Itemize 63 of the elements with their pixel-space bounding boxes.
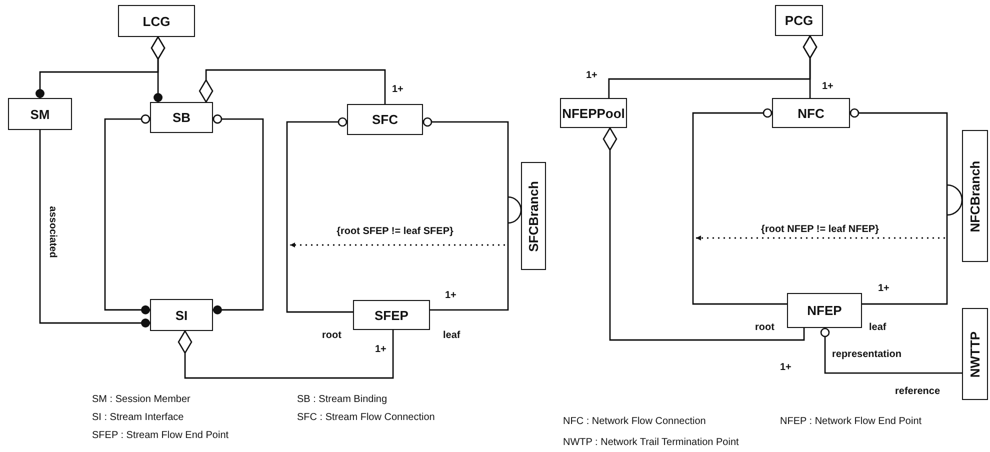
role-label: leaf	[869, 322, 886, 334]
abbreviation-note: SI : Stream Interface	[92, 412, 184, 424]
class-name: SFCBranch	[526, 180, 541, 252]
class-box	[962, 308, 988, 400]
class-name: SFC	[372, 112, 398, 127]
class-name: NWTTP	[968, 330, 982, 378]
association-line	[286, 117, 353, 313]
class-name: SFEP	[374, 308, 408, 322]
multiplicity: 1+	[780, 362, 792, 374]
abbreviation-note: NWTP : Network Trail Termination Point	[563, 437, 739, 449]
class-name: NFEP	[807, 303, 842, 318]
class-name: SM	[30, 106, 50, 122]
association-line	[422, 117, 509, 311]
abbreviation-note: SFC : Stream Flow Connection	[297, 412, 435, 424]
multiplicity: 1+	[822, 81, 834, 93]
role-label: root	[322, 330, 342, 342]
class-box	[118, 5, 195, 37]
class-box	[353, 300, 430, 330]
class-box	[150, 102, 213, 133]
abbreviation-note: SB : Stream Binding	[297, 394, 388, 406]
class-box	[560, 98, 627, 128]
multiplicity: 1+	[586, 70, 598, 82]
abbreviation-note: SM : Session Member	[92, 394, 190, 406]
class-box	[772, 98, 850, 128]
multiplicity: 1+	[878, 283, 890, 295]
association-line	[178, 330, 394, 379]
class-name: LCG	[142, 14, 170, 28]
class-box	[8, 98, 72, 130]
constraint-text: {root NFEP != leaf NFEP}	[761, 224, 879, 236]
association-line	[692, 108, 787, 305]
association-line	[802, 35, 818, 98]
association-line	[820, 328, 962, 374]
association-line	[850, 108, 948, 305]
edge-label: associated	[46, 206, 58, 258]
multiplicity: 1+	[445, 290, 456, 302]
role-label: leaf	[443, 330, 460, 342]
association-line	[39, 130, 150, 328]
association-line	[104, 114, 150, 314]
class-name: NFC	[798, 106, 824, 120]
association-line	[602, 127, 805, 341]
association-line	[150, 36, 166, 102]
role-label: root	[755, 322, 774, 334]
abbreviation-note: NFEP : Network Flow End Point	[780, 416, 922, 428]
constraint-text: {root SFEP != leaf SFEP}	[336, 226, 454, 238]
class-name: SB	[172, 110, 191, 125]
association-line	[198, 69, 386, 104]
role-label: reference	[895, 386, 940, 398]
abbreviation-note: NFC : Network Flow Connection	[563, 416, 706, 428]
class-box	[521, 162, 546, 270]
multiplicity: 1+	[375, 344, 386, 356]
multiplicity: 1+	[392, 84, 404, 96]
abbreviation-note: SFEP : Stream Flow End Point	[92, 430, 229, 442]
class-name: NFCBranch	[968, 160, 982, 232]
class-box	[150, 299, 213, 331]
class-box	[962, 130, 988, 262]
class-name: NFEPPool	[562, 106, 625, 120]
class-name: SI	[175, 308, 188, 322]
association-line	[212, 114, 264, 314]
role-label: representation	[832, 349, 902, 361]
class-box	[347, 104, 423, 135]
class-box	[775, 5, 823, 36]
class-box	[787, 293, 862, 328]
class-name: PCG	[784, 13, 814, 28]
